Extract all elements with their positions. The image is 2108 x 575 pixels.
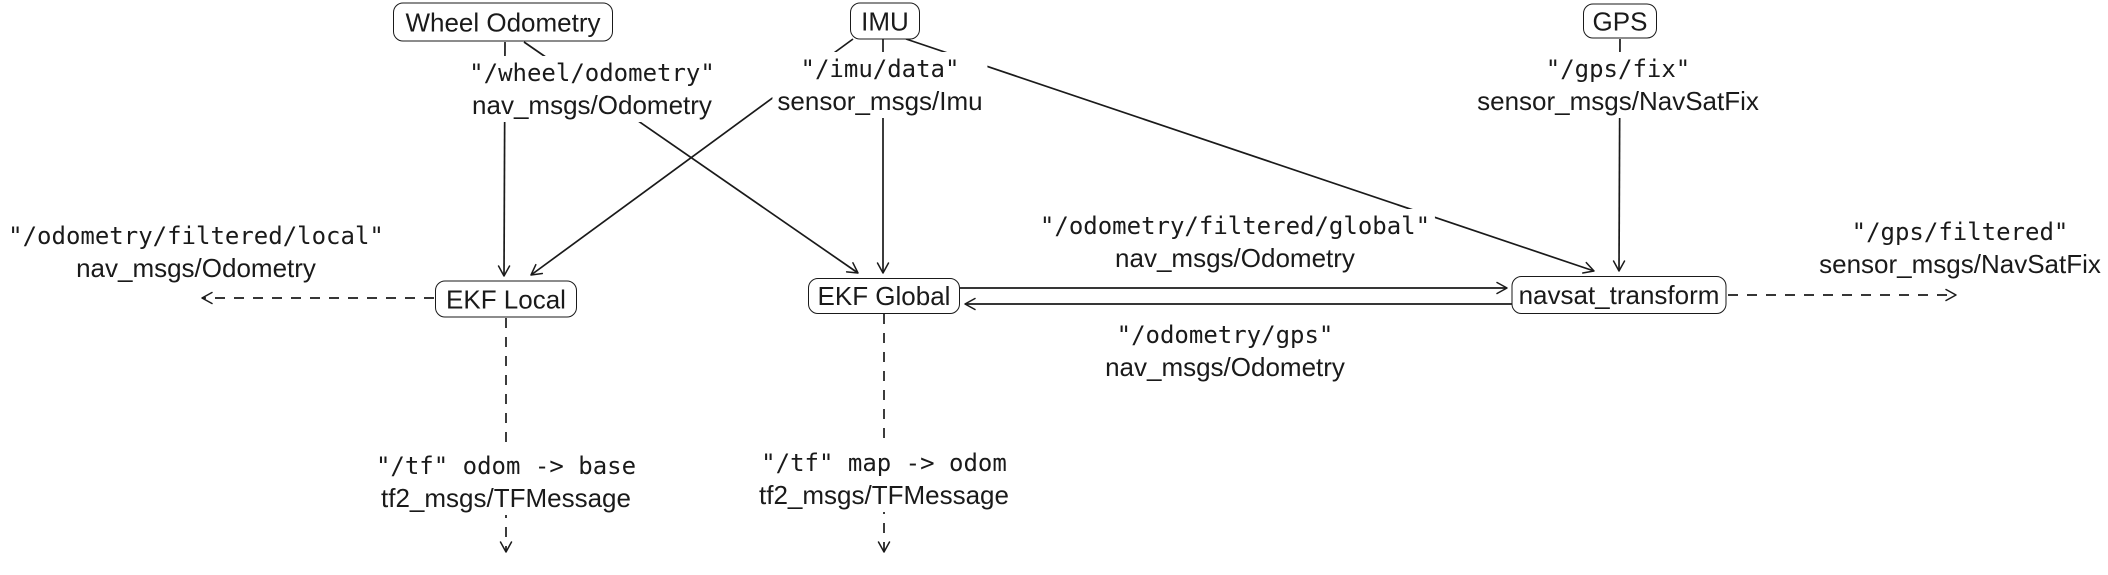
message-type: nav_msgs/Odometry: [1105, 352, 1345, 382]
edge-imu-to-navsat: [905, 38, 1595, 274]
topic-name: "/odometry/gps": [1116, 321, 1334, 349]
topic-name: "/tf" map -> odom: [761, 449, 1007, 477]
topic-name: "/gps/filtered": [1851, 218, 2069, 246]
node-imu: IMU: [850, 2, 920, 40]
message-type: nav_msgs/Odometry: [76, 253, 316, 283]
node-label: EKF Local: [446, 284, 566, 314]
topic-name: "/tf" odom -> base: [375, 452, 637, 480]
topic-label-odometry-gps-topic: "/odometry/gps" nav_msgs/Odometry: [1100, 318, 1350, 384]
message-type: tf2_msgs/TFMessage: [759, 480, 1009, 510]
topic-label-odometry-filtered-local-topic: "/odometry/filtered/local" nav_msgs/Odome…: [3, 219, 389, 285]
topic-label-odometry-filtered-global-topic: "/odometry/filtered/global" nav_msgs/Odom…: [1034, 209, 1436, 275]
node-label: EKF Global: [817, 281, 951, 311]
topic-label-tf-map-odom-topic: "/tf" map -> odom tf2_msgs/TFMessage: [754, 446, 1014, 512]
topic-label-gps-fix-topic: "/gps/fix" sensor_msgs/NavSatFix: [1472, 52, 1764, 118]
node-label: IMU: [861, 6, 909, 36]
node-gps: GPS: [1583, 3, 1657, 39]
node-ekf-global: EKF Global: [808, 278, 960, 314]
topic-name: "/gps/fix": [1545, 55, 1691, 83]
topic-label-wheel-odometry-topic: "/wheel/odometry" nav_msgs/Odometry: [464, 56, 720, 122]
topic-name: "/odometry/filtered/local": [8, 222, 384, 250]
node-wheel-odometry: Wheel Odometry: [393, 2, 613, 42]
topic-label-tf-odom-base-topic: "/tf" odom -> base tf2_msgs/TFMessage: [370, 449, 642, 515]
node-label: GPS: [1592, 6, 1648, 36]
node-ekf-local: EKF Local: [435, 280, 577, 318]
node-label: navsat_transform: [1518, 280, 1720, 310]
topic-label-gps-filtered-topic: "/gps/filtered" sensor_msgs/NavSatFix: [1814, 215, 2106, 281]
message-type: tf2_msgs/TFMessage: [381, 483, 631, 513]
node-navsat-transform: navsat_transform: [1511, 276, 1727, 314]
message-type: sensor_msgs/Imu: [777, 86, 983, 116]
topic-name: "/imu/data": [800, 55, 960, 83]
message-type: sensor_msgs/NavSatFix: [1819, 249, 2101, 279]
topic-name: "/odometry/filtered/global": [1039, 212, 1431, 240]
topic-label-imu-data-topic: "/imu/data" sensor_msgs/Imu: [772, 52, 988, 118]
message-type: nav_msgs/Odometry: [1115, 243, 1355, 273]
topic-name: "/wheel/odometry": [469, 59, 715, 87]
node-label: Wheel Odometry: [405, 7, 601, 37]
message-type: sensor_msgs/NavSatFix: [1477, 86, 1759, 116]
message-type: nav_msgs/Odometry: [472, 90, 712, 120]
